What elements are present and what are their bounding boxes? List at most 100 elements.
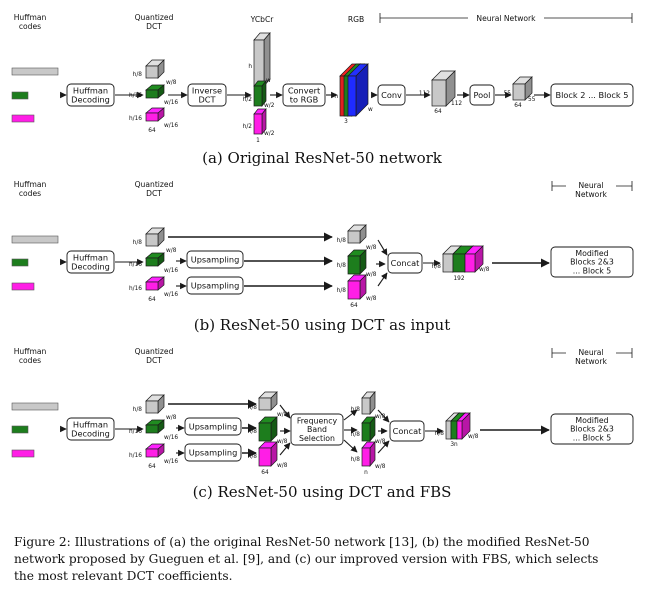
a-nn-label-bg — [468, 12, 544, 23]
a-inverse-box — [187, 83, 227, 107]
b-q3-h: h/16 — [129, 286, 142, 292]
b-qdct-cube-2 — [145, 252, 165, 267]
c-cat-h: h/8 — [435, 431, 445, 437]
c-s-cube-1 — [361, 391, 376, 415]
b-r-cube-2 — [347, 249, 367, 275]
b-cat-gray-front — [442, 253, 454, 273]
b-cat-h: h/8 — [432, 264, 442, 270]
a-header-qdct-line-1: Quantized — [135, 13, 174, 22]
a-inverse-box-label-2: DCT — [198, 94, 216, 104]
b-huffman-box-label-2: Decoding — [71, 261, 110, 271]
b-qdct-cube-1 — [145, 227, 165, 247]
a-header-codes-line-1: Huffman — [14, 13, 47, 22]
b-code-bar-green — [11, 258, 29, 267]
a-ycc-c: 1 — [256, 138, 260, 144]
b-r1-h: h/8 — [337, 238, 347, 244]
c-qdct-cube-3 — [145, 443, 165, 458]
a-cr-plane-front — [253, 113, 263, 135]
b-qdct-cube-3 — [145, 276, 165, 291]
b-r2-h: h/8 — [337, 263, 347, 269]
c-s-cube-1-front — [361, 397, 371, 415]
b-r2-w: w/8 — [366, 272, 377, 278]
b-qdct-cube-1-front — [145, 233, 159, 247]
b-concat-box — [387, 252, 423, 274]
a-convert-box — [282, 83, 326, 107]
a-q1-w: w/8 — [166, 80, 177, 86]
b-q-c: 64 — [148, 297, 156, 303]
a-cr-plane — [253, 108, 267, 135]
a-header-qdct-line-2: DCT — [146, 22, 162, 31]
b-upsampling-box-2 — [186, 276, 244, 295]
c-r2-w: w/8 — [277, 439, 288, 445]
a-huffman-box-label-1: Huffman — [73, 85, 108, 95]
a-qdct-cube-2-front — [145, 89, 159, 99]
a-q3-h: h/16 — [129, 116, 142, 122]
a-rgb-c: 3 — [344, 119, 348, 125]
b-upsampling-box-2-label-1: Upsampling — [191, 280, 240, 290]
b-r-cube-1 — [347, 224, 367, 244]
a-code-bar-green — [11, 91, 29, 100]
b-header-nn-line-2: Network — [575, 190, 607, 199]
b-q1-h: h/8 — [133, 240, 143, 246]
a-blocks-box — [550, 83, 634, 107]
a-conv1-block-front — [431, 79, 447, 107]
c-code-bar-green — [11, 425, 29, 434]
c-upsampling-box-1 — [184, 417, 242, 436]
a-cr-w: w/2 — [264, 131, 275, 137]
c-concat-box — [389, 420, 425, 442]
c-r2-h: h/8 — [248, 429, 258, 435]
b-header-codes-line-1: Huffman — [14, 180, 47, 189]
c-cat-w: w/8 — [468, 434, 479, 440]
b-blocks-box-label-3: ... Block 5 — [573, 267, 611, 276]
c-blocks-box-label-1: Modified — [575, 416, 608, 425]
c-qdct-cube-2 — [145, 419, 165, 434]
b-huffman-box — [66, 250, 115, 274]
b-code-bar-gray — [11, 235, 59, 244]
b-qdct-cube-3-front — [145, 281, 159, 291]
b-r-cube-3-front — [347, 280, 361, 300]
b-cat-green-front — [452, 253, 466, 273]
c-r-c: 64 — [261, 470, 269, 476]
b-concat-box-label-1: Concat — [391, 258, 420, 268]
a-cb-w: w/2 — [264, 103, 275, 109]
b-qdct-cube-2-front — [145, 257, 159, 267]
a-huffman-box — [66, 83, 115, 107]
a-qdct-cube-3 — [145, 107, 165, 122]
c-arrow-fbs-s1 — [343, 409, 358, 421]
a-rgb-w: w — [368, 107, 373, 113]
c-cat-c: 3n — [450, 442, 458, 448]
c-q2-w: w/16 — [164, 435, 178, 441]
c-huffman-box-label-2: Decoding — [71, 428, 110, 438]
b-r-cube-2-front — [347, 255, 361, 275]
a-caption: (a) Original ResNet-50 network — [202, 149, 443, 167]
b-upsampling-box-1-label-1: Upsampling — [191, 254, 240, 264]
a-inverse-box-label-1: Inverse — [192, 85, 222, 95]
figure-caption-line-1: Figure 2: Illustrations of (a) the origi… — [14, 535, 590, 549]
a-qdct-cube-2 — [145, 84, 165, 99]
c-caption: (c) ResNet-50 using DCT and FBS — [193, 483, 452, 501]
c-q1-w: w/8 — [166, 415, 177, 421]
a-rgb-b — [347, 63, 369, 117]
a-header-ycbcr: YCbCr — [250, 15, 275, 24]
a-code-bar-gray — [11, 67, 59, 76]
c-blocks-box — [550, 413, 634, 445]
a-rgb-b-front — [347, 75, 357, 117]
a-c1-c: 64 — [434, 109, 442, 115]
b-arrow-r3-concat — [377, 272, 388, 287]
c-r3-h: h/8 — [248, 454, 258, 460]
c-s1-h: h/8 — [351, 407, 361, 413]
c-q2-h: h/16 — [129, 429, 142, 435]
a-y-plane — [253, 32, 271, 87]
a-q-c: 64 — [148, 128, 156, 134]
c-r1-w: w/8 — [277, 412, 288, 418]
a-pool-block-front — [512, 83, 526, 101]
c-q3-h: h/16 — [129, 453, 142, 459]
a-p-c: 64 — [514, 103, 522, 109]
b-cat-c: 192 — [453, 276, 464, 282]
c-s2-h: h/8 — [351, 432, 361, 438]
c-q-c: 64 — [148, 464, 156, 470]
c-arrow-s1-concat — [377, 409, 390, 423]
a-conv-box-label-1: Conv — [381, 90, 402, 100]
c-s3-w: w/8 — [375, 464, 386, 470]
a-pool-box — [469, 84, 495, 106]
